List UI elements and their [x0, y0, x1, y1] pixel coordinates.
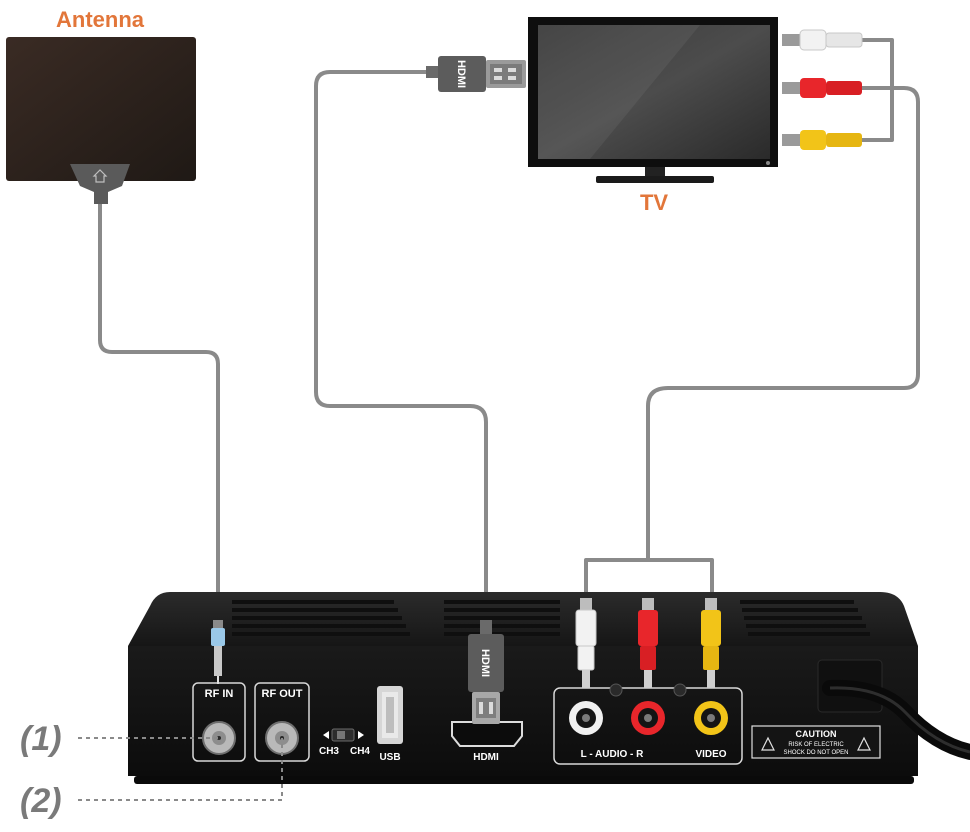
warning-icon [761, 736, 775, 751]
tv [528, 17, 778, 183]
caution-title: CAUTION [796, 729, 837, 739]
av-panel: L - AUDIO - R VIDEO [553, 683, 743, 765]
caution-label: CAUTION RISK OF ELECTRIC SHOCK DO NOT OP… [751, 725, 881, 759]
rca-plugs-tv [782, 29, 863, 150]
rca-plugs-box [575, 598, 721, 688]
rca-plug-red-box [638, 598, 658, 688]
rf-in-label: RF IN [205, 688, 234, 700]
antenna-label: Antenna [56, 7, 145, 32]
callout-2: (2) [20, 738, 283, 820]
antenna [6, 37, 196, 204]
caution-line1: RISK OF ELECTRIC [788, 742, 844, 748]
hdmi-cable [314, 70, 488, 622]
vent-slots [232, 600, 870, 636]
antenna-cable [98, 196, 220, 622]
rca-plug-white-box [575, 598, 597, 688]
video-label: VIDEO [695, 749, 726, 760]
arrow-right-icon [358, 731, 364, 739]
caution-line2: SHOCK DO NOT OPEN [784, 750, 849, 756]
arrow-left-icon [323, 731, 329, 739]
rca-plug-yellow-tv [782, 130, 862, 150]
rca-cable-branch [584, 558, 714, 600]
hdmi-port-label: HDMI [473, 752, 499, 763]
tv-stand [596, 176, 714, 183]
callout-1: (1) [20, 720, 219, 758]
antenna-panel [6, 37, 196, 181]
tv-label: TV [640, 190, 668, 215]
callout-2-leader [78, 738, 283, 801]
usb-port: USB [377, 686, 403, 763]
hdmi-plug-box: HDMI [468, 620, 504, 724]
rf-in-port: RF IN [192, 682, 246, 762]
channel-switch: CH3 CH4 [319, 728, 370, 757]
hdmi-port: HDMI [451, 721, 523, 763]
coax-plug [211, 620, 225, 684]
warning-icon [857, 736, 871, 751]
rca-plug-red-tv [782, 78, 862, 98]
ch4-label: CH4 [350, 746, 370, 757]
hdmi-plug-tv: HDMI [426, 56, 526, 92]
tv-neck [645, 167, 665, 177]
hdmi-plug-box-label: HDMI [479, 649, 491, 677]
hdmi-plug-tv-label: HDMI [455, 60, 467, 88]
audio-label: L - AUDIO - R [581, 749, 645, 760]
usb-label: USB [379, 752, 400, 763]
house-icon [92, 169, 108, 183]
ch3-label: CH3 [319, 746, 339, 757]
power-cord [817, 659, 970, 760]
rca-plug-yellow-box [701, 598, 721, 688]
rf-out-label: RF OUT [262, 688, 303, 700]
antenna-connector [70, 164, 130, 204]
converter-box [128, 592, 918, 784]
callout-1-label: (1) [20, 720, 62, 758]
rca-tv-bracket [860, 38, 894, 142]
rca-plug-white-tv [782, 29, 863, 51]
tv-screen [538, 25, 770, 159]
rca-cable [646, 86, 920, 562]
callout-2-label: (2) [20, 782, 62, 820]
